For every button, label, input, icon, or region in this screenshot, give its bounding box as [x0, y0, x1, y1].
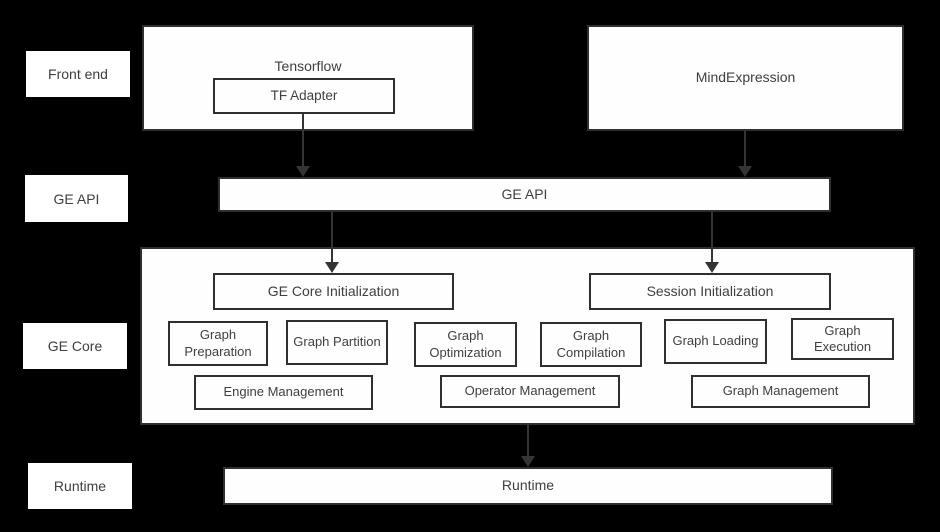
runtime-bar: Runtime: [223, 467, 833, 505]
arrow-stem: [302, 114, 304, 166]
box-tf-adapter: TF Adapter: [213, 78, 395, 114]
box-graph-compilation: Graph Compilation: [540, 322, 642, 367]
tensorflow-label: Tensorflow: [274, 58, 342, 74]
arrow-down-icon: [705, 262, 719, 273]
arrow-stem: [711, 212, 713, 262]
arrow-down-icon: [296, 166, 310, 177]
box-graph-optimization: Graph Optimization: [414, 322, 517, 367]
ge-core-container: GE Core Initialization Session Initializ…: [140, 247, 915, 425]
side-label-front-end: Front end: [26, 51, 130, 97]
box-engine-management: Engine Management: [194, 375, 373, 410]
arrow-stem: [744, 131, 746, 166]
box-mindexpression: MindExpression: [587, 25, 904, 131]
arrow-tf-adapter-to-ge-api: [296, 114, 310, 177]
box-ge-core-initialization: GE Core Initialization: [213, 273, 454, 310]
arrow-down-icon: [325, 262, 339, 273]
ge-api-bar: GE API: [218, 177, 831, 212]
side-label-runtime: Runtime: [28, 463, 132, 509]
box-graph-execution: Graph Execution: [791, 318, 894, 360]
box-operator-management: Operator Management: [440, 375, 620, 408]
arrow-stem: [527, 425, 529, 456]
arrow-mindexpression-to-ge-api: [738, 131, 752, 177]
side-label-ge-api: GE API: [25, 175, 128, 222]
box-graph-management: Graph Management: [691, 375, 870, 408]
box-tensorflow: Tensorflow TF Adapter: [142, 25, 474, 131]
box-graph-preparation: Graph Preparation: [168, 321, 268, 366]
arrow-ge-core-to-runtime: [521, 425, 535, 467]
side-label-ge-core: GE Core: [23, 323, 127, 369]
box-graph-partition: Graph Partition: [286, 320, 388, 365]
arrow-ge-api-to-session-initialization: [705, 212, 719, 273]
arrow-stem: [331, 212, 333, 262]
box-graph-loading: Graph Loading: [664, 319, 767, 364]
box-session-initialization: Session Initialization: [589, 273, 831, 310]
arrow-ge-api-to-ge-core-initialization: [325, 212, 339, 273]
arrow-down-icon: [521, 456, 535, 467]
arrow-down-icon: [738, 166, 752, 177]
